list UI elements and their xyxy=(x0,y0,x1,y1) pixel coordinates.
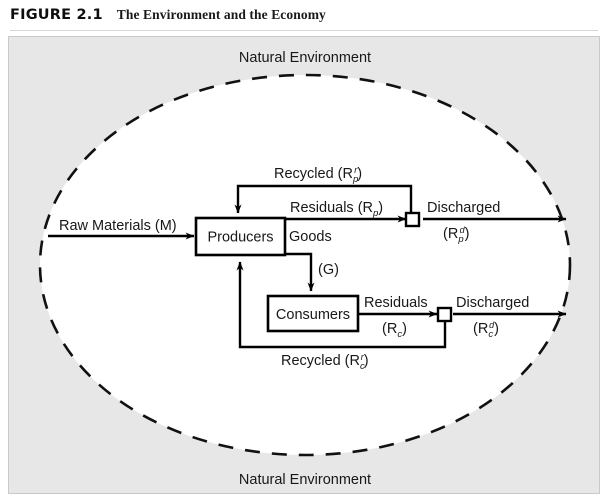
discharged-consumers-symbol: (Rcd) xyxy=(473,320,499,340)
recycled-producers-sub: p xyxy=(352,174,358,185)
goods-symbol-label: (G) xyxy=(318,262,339,278)
residuals-producers-sub: p xyxy=(372,208,378,219)
residuals-consumers-open: (R xyxy=(382,321,397,337)
page-title: The Environment and the Economy xyxy=(116,7,326,22)
recycled-consumers-close: ) xyxy=(364,353,369,369)
title-divider xyxy=(10,30,598,31)
producers-label: Producers xyxy=(207,230,273,246)
raw-materials-label: Raw Materials (M) xyxy=(59,218,177,234)
recycled-producers-label: Recycled (Rpr) xyxy=(274,165,362,185)
discharged-producers-sup: d xyxy=(460,225,466,235)
residuals-consumers-close: ) xyxy=(402,321,407,337)
discharged-consumers-close: ) xyxy=(494,321,499,337)
residuals-producers-label: Residuals (Rp) xyxy=(290,200,383,219)
goods-flow-path xyxy=(285,252,315,292)
consumers-label: Consumers xyxy=(276,307,350,323)
residuals-consumers-symbol: (Rc) xyxy=(382,321,407,340)
natural-environment-bottom-label: Natural Environment xyxy=(239,472,371,488)
recycled-producers-close: ) xyxy=(357,166,362,182)
junction-square-producers xyxy=(404,211,421,228)
discharged-producers-label: Discharged xyxy=(427,200,500,216)
discharged-producers-open: (R xyxy=(443,226,458,242)
recycled-producers-label-text: Recycled (R xyxy=(274,166,353,182)
discharged-consumers-sup: d xyxy=(489,320,495,330)
recycled-consumers-sub: c xyxy=(360,361,365,372)
figure-title-bar: FIGURE 2.1 The Environment and the Econo… xyxy=(10,2,600,28)
residuals-consumers-sub: c xyxy=(397,329,402,340)
recycled-consumers-sup: r xyxy=(361,352,365,362)
junction-square-consumers xyxy=(436,306,453,323)
recycled-producers-path xyxy=(234,184,413,214)
figure-number-label: FIGURE 2.1 xyxy=(10,7,103,23)
recycled-consumers-path xyxy=(236,261,447,349)
recycled-consumers-label-text: Recycled (R xyxy=(281,353,360,369)
discharged-producers-sub: p xyxy=(457,234,463,245)
residuals-producers-label-text: Residuals (R xyxy=(290,200,373,216)
natural-environment-top-label: Natural Environment xyxy=(239,50,371,66)
consumers-box xyxy=(266,294,360,333)
recycled-producers-sup: r xyxy=(354,165,358,175)
producers-box xyxy=(194,216,287,257)
recycled-consumers-label: Recycled (Rcr) xyxy=(281,352,369,372)
discharged-consumers-sub: c xyxy=(488,329,493,340)
discharged-consumers-open: (R xyxy=(473,321,488,337)
residuals-consumers-label: Residuals xyxy=(364,295,428,311)
discharged-consumers-label: Discharged xyxy=(456,295,529,311)
residuals-producers-close: ) xyxy=(378,200,383,216)
discharged-producers-close: ) xyxy=(465,226,470,242)
discharged-producers-symbol: (Rpd) xyxy=(443,225,469,245)
natural-environment-boundary xyxy=(38,73,572,457)
goods-label: Goods xyxy=(289,229,332,245)
